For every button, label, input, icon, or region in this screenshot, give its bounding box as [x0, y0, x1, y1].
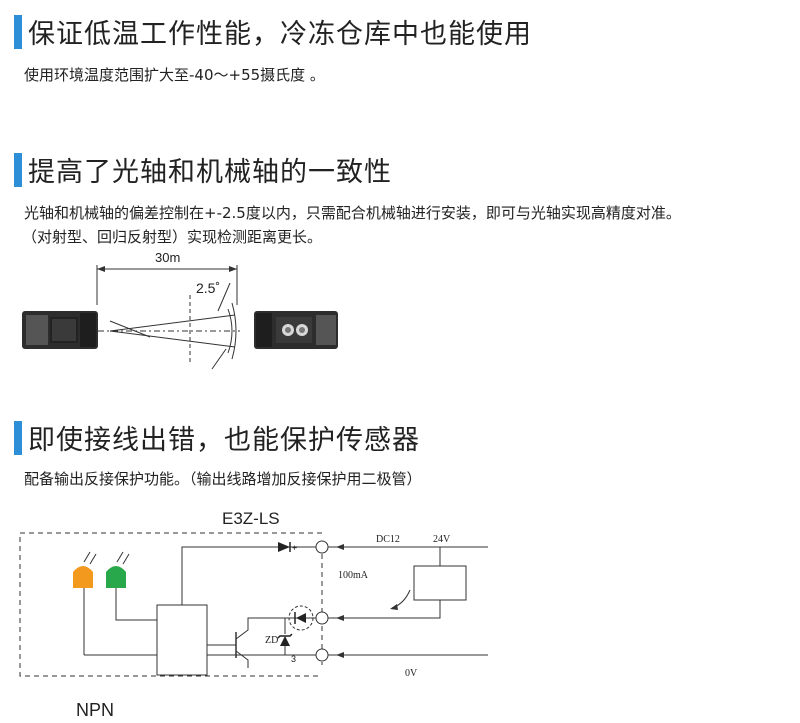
deviation-line — [109, 320, 151, 338]
angle-pointer-lower — [211, 348, 227, 370]
current-flow-arrowhead — [390, 604, 398, 610]
transistor-emitter — [235, 650, 249, 668]
heading-accent-bar — [14, 14, 22, 49]
supply-label: DC12 — [376, 534, 400, 545]
led-green-wire — [115, 588, 157, 621]
zener-diode — [280, 636, 290, 646]
main-circuit-block — [156, 604, 208, 676]
voltage-label: 24V — [433, 534, 451, 545]
arrow-left — [97, 266, 105, 272]
ground-arrow — [336, 652, 344, 658]
heading-text: 即使接线出错，也能保护传感器 — [28, 425, 420, 456]
emitter-sensor — [22, 311, 98, 349]
terminal-output — [315, 611, 329, 625]
angle-label: 2.5˚ — [196, 280, 220, 296]
terminal-ground — [315, 648, 329, 662]
housing-border — [19, 532, 322, 677]
terminal-3-label: 3 — [291, 654, 296, 664]
current-flow-arrow — [391, 589, 411, 609]
protection-diode — [296, 613, 306, 623]
zener-diode-bar — [277, 633, 293, 639]
terminal-supply — [315, 540, 329, 554]
arrow-right — [229, 266, 237, 272]
heading-text: 提高了光轴和机械轴的一致性 — [28, 157, 392, 188]
angle-pointer-upper — [217, 282, 231, 312]
section-heading: 保证低温工作性能，冷冻仓库中也能使用 — [14, 12, 532, 51]
circuit-diagram: E3Z-LS + — [19, 509, 488, 720]
zener-label: ZD — [265, 635, 278, 646]
supply-wire — [181, 546, 322, 605]
section-description: 配备输出反接保护功能。（输出线路增加反接保护用二极管） — [24, 470, 422, 488]
distance-label: 30m — [155, 250, 180, 265]
load-box — [413, 565, 467, 601]
heading-accent-bar — [14, 420, 22, 455]
output-arrow — [336, 615, 344, 621]
section-heading: 提高了光轴和机械轴的一致性 — [14, 150, 392, 189]
beam-lower-line — [109, 330, 236, 348]
lens-arc — [227, 308, 233, 354]
beam-upper-line — [109, 314, 236, 332]
section-reverse-protection: 即使接线出错，也能保护传感器 配备输出反接保护功能。（输出线路增加反接保护用二极… — [0, 410, 800, 723]
current-label: 100mA — [338, 570, 369, 581]
section-description-line2: （对射型、回归反射型）实现检测距离更长。 — [22, 228, 323, 246]
section-heading: 即使接线出错，也能保护传感器 — [14, 418, 420, 457]
heading-accent-bar — [14, 152, 22, 187]
supply-arrow — [336, 544, 344, 550]
optical-axis-diagram: 30m 2.5˚ — [22, 250, 338, 370]
heading-text: 保证低温工作性能，冷冻仓库中也能使用 — [28, 19, 532, 50]
terminal-plus-label: + — [292, 543, 297, 553]
green-led — [106, 551, 130, 588]
section-optical-axis: 提高了光轴和机械轴的一致性 光轴和机械轴的偏差控制在+-2.5度以内，只需配合机… — [0, 140, 800, 390]
angle-arc — [231, 302, 237, 360]
section-description: 使用环境温度范围扩大至-40～+55摄氏度 。 — [24, 66, 325, 84]
orange-led — [73, 551, 97, 588]
section-low-temperature: 保证低温工作性能，冷冻仓库中也能使用 使用环境温度范围扩大至-40～+55摄氏度… — [0, 0, 800, 100]
model-label: E3Z-LS — [222, 509, 280, 528]
transistor-collector — [235, 617, 300, 640]
ground-label: 0V — [405, 668, 418, 679]
receiver-sensor — [254, 311, 338, 349]
section-description-line1: 光轴和机械轴的偏差控制在+-2.5度以内，只需配合机械轴进行安装，即可与光轴实现… — [24, 204, 681, 222]
load-bottom-wire — [414, 600, 441, 619]
npn-type-label: NPN — [76, 700, 114, 720]
supply-diode — [278, 542, 290, 552]
